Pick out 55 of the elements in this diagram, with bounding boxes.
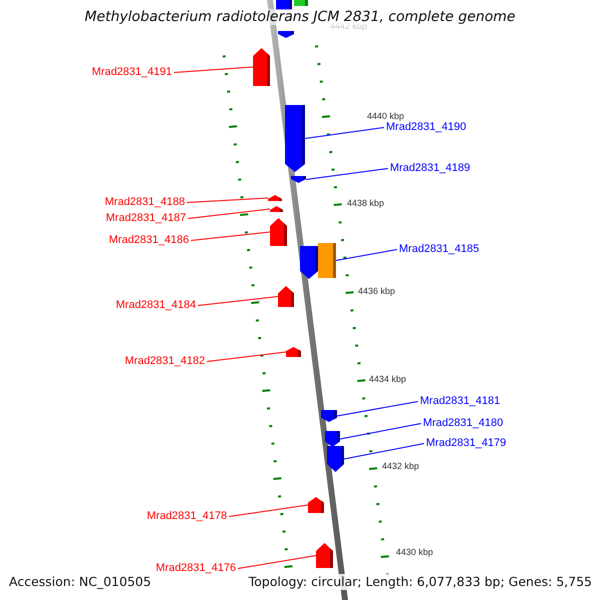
leader-line (228, 504, 308, 517)
gene-marker (270, 206, 283, 212)
gene-label: Mrad2831_4182 (124, 355, 205, 368)
gene-marker (294, 0, 308, 6)
gene-label: Mrad2831_4185 (399, 243, 480, 256)
gene-label: Mrad2831_4180 (423, 417, 504, 430)
gene-label: Mrad2831_4179 (426, 437, 506, 450)
gene-marker (318, 243, 336, 278)
gene-marker (278, 31, 294, 38)
leader-line (190, 232, 270, 241)
leader-line (306, 168, 388, 180)
gene-label: Mrad2831_4178 (146, 510, 227, 523)
gene-label: Mrad2831_4191 (92, 66, 172, 79)
gene-marker (325, 431, 340, 447)
genome-info-text: Topology: circular; Length: 6,077,833 bp; Genes: 5,755 (248, 574, 592, 590)
leader-line (336, 249, 398, 261)
gene-label: Mrad2831_4187 (106, 212, 186, 225)
gene-label: Mrad2831_4181 (420, 395, 500, 408)
leader-line (336, 401, 418, 416)
scale-label: 4432 kbp (382, 461, 420, 472)
leader-line (238, 555, 316, 569)
gene-label: Mrad2831_4189 (390, 162, 470, 175)
gene-label: Mrad2831_4186 (108, 234, 189, 247)
gene-marker (316, 543, 333, 568)
scale-label: 4436 kbp (358, 286, 396, 297)
gene-marker (321, 410, 337, 422)
gene-label: Mrad2831_4190 (386, 121, 466, 134)
scale-label: 4440 kbp (367, 111, 404, 122)
gene-marker (308, 497, 324, 513)
leader-line (206, 352, 286, 362)
leader-line (188, 208, 270, 219)
scale-label: 4438 kbp (347, 198, 384, 209)
gene-marker (291, 176, 306, 183)
scale-label: 4430 kbp (396, 547, 434, 558)
leader-line (340, 423, 422, 440)
gene-marker (253, 48, 270, 86)
leader-line (198, 296, 278, 306)
gene-marker (278, 286, 294, 307)
leader-line (174, 66, 254, 73)
gene-marker (286, 347, 301, 357)
scale-label: 4434 kbp (369, 374, 406, 385)
title: Methylobacterium radiotolerans JCM 2831, complete genome (84, 9, 516, 25)
gene-marker (300, 246, 318, 279)
gene-label: Mrad2831_4184 (116, 299, 196, 312)
gene-label: Mrad2831_4188 (104, 196, 185, 209)
gene-marker (268, 195, 282, 201)
accession-text: Accession: NC_010505 (9, 574, 152, 590)
gene-marker (276, 0, 292, 10)
gene-marker (285, 105, 305, 172)
leader-line (186, 198, 268, 203)
gene-label: Mrad2831_4176 (156, 562, 236, 575)
gene-marker (270, 218, 287, 246)
leader-line (304, 127, 384, 139)
leader-line (344, 443, 424, 460)
gene-marker (327, 446, 344, 472)
